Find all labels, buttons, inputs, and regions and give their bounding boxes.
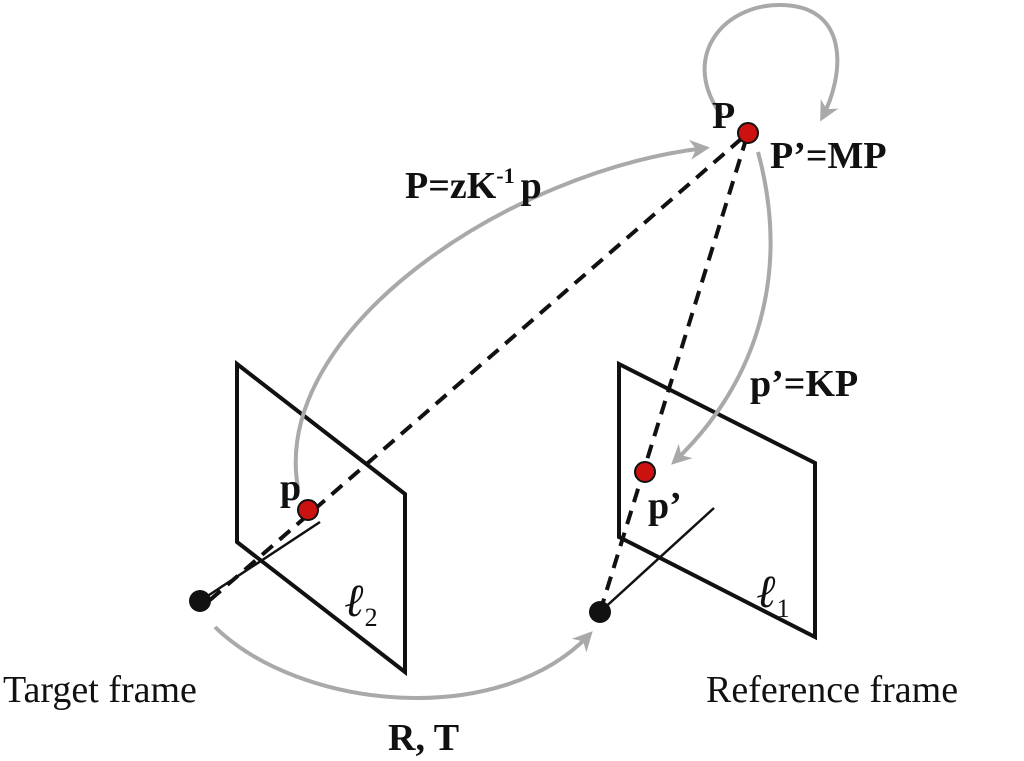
label-reference-frame: Reference frame: [706, 669, 958, 711]
transform-loop-arrow: [702, 2, 840, 122]
label-plane-left: ℓ2: [345, 575, 378, 632]
camera-center-reference: [589, 601, 611, 623]
label-point-P: P: [712, 95, 735, 137]
label-plane-right: ℓ1: [757, 566, 790, 623]
label-pose: R, T: [388, 717, 459, 759]
label-pixel-p-prime: p’: [648, 485, 682, 527]
label-transform: P’=MP: [770, 135, 887, 177]
optical-axis-target: [199, 520, 321, 603]
project-arrow: [671, 151, 773, 465]
image-plane-target: [235, 359, 407, 677]
image-plane-reference: [617, 360, 817, 641]
ray-target-to-P: [208, 131, 750, 602]
ray-reference-to-P: [598, 132, 750, 613]
point-P-marker: [737, 122, 759, 144]
pixel-p-marker: [297, 499, 319, 521]
backproject-arrow: [293, 139, 710, 489]
pixel-p-prime-marker: [634, 461, 656, 483]
pose-arrow: [213, 625, 593, 700]
camera-center-target: [189, 590, 211, 612]
label-project: p’=KP: [750, 363, 858, 405]
optical-axis-reference: [599, 507, 715, 613]
label-target-frame: Target frame: [3, 669, 197, 711]
label-pixel-p: p: [280, 467, 301, 509]
